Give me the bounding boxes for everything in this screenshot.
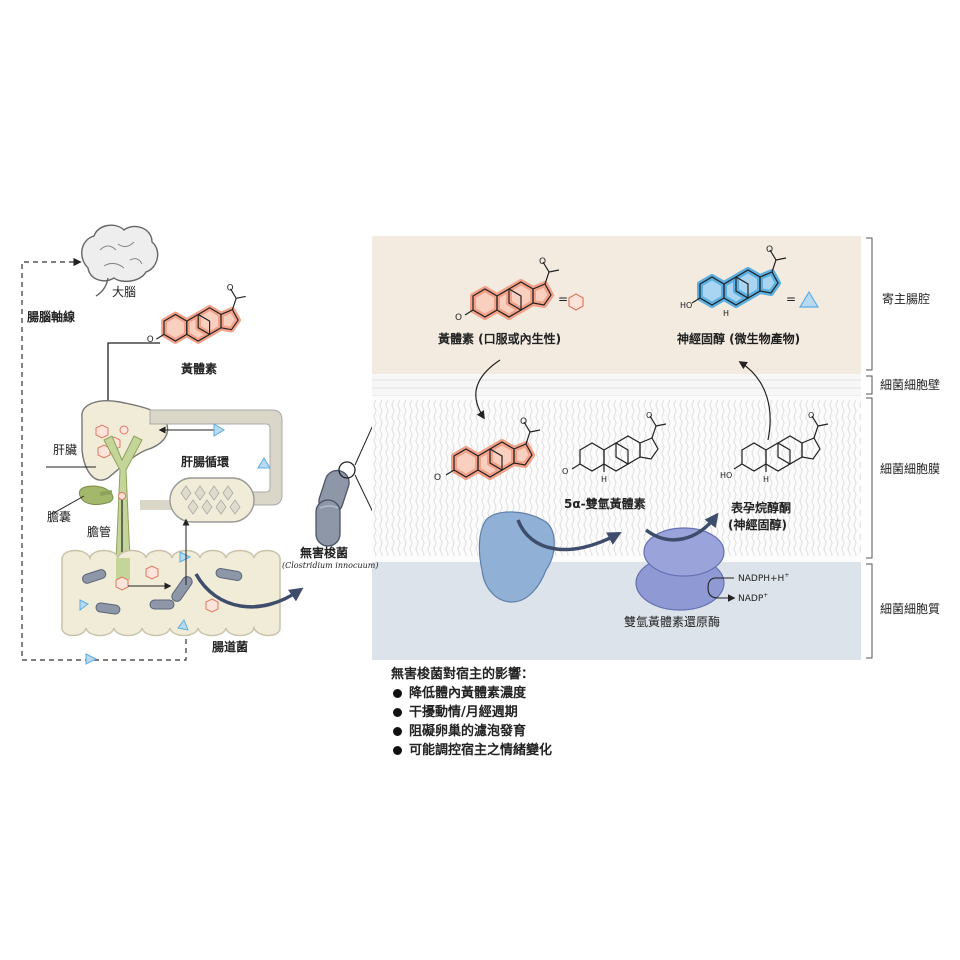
effects-list: 降低體內黃體素濃度 干擾動情/月經週期 阻礙卵巢的濾泡發育 可能調控宿主之情緒變…: [391, 684, 552, 760]
gut-to-bacterium-arrow: [194, 573, 304, 609]
brain-icon: [81, 224, 159, 297]
equals-sign: =: [786, 292, 796, 306]
effects-item: 干擾動情/月經週期: [391, 703, 552, 722]
neurosteroid-symbol-triangle: [798, 290, 820, 308]
reduction-arrow-1: [516, 519, 622, 552]
gut-brain-axis-label: 腸腦軸線: [27, 310, 76, 324]
svg-text:O: O: [455, 313, 462, 323]
liver-label: 肝臟: [53, 443, 78, 457]
progesterone-molecule-lumen: O O: [455, 257, 560, 323]
epipregnanolone-label: 表孕烷醇酮: [731, 501, 792, 515]
effects-item: 阻礙卵巢的濾泡發育: [391, 722, 552, 741]
gallbladder-pointer: [51, 495, 85, 515]
cytoplasm-region: [372, 562, 861, 660]
bullet-icon: [393, 708, 402, 717]
gallbladder-icon: [78, 485, 114, 505]
svg-text:HO: HO: [680, 301, 692, 310]
svg-text:O: O: [434, 473, 441, 483]
bacterium-name-label: 無害梭菌: [300, 546, 349, 560]
reduction-arrow-2: [644, 512, 719, 542]
section-label-cytoplasm: 細菌細胞質: [880, 602, 941, 616]
effects-block: 無害梭菌對宿主的影響： 降低體內黃體素濃度 干擾動情/月經週期 阻礙卵巢的濾泡發…: [391, 665, 552, 760]
bile-duct-label: 膽管: [87, 525, 112, 539]
5a-reductase-enzyme-icon: [478, 511, 555, 603]
effects-item: 可能調控宿主之情緒變化: [391, 741, 552, 760]
bullet-icon: [393, 689, 402, 698]
progesterone-symbol-hexagon: [568, 293, 584, 311]
intestine-icon: [61, 518, 281, 665]
svg-text:O: O: [808, 411, 814, 420]
oxygen-atom-label: O: [227, 284, 234, 294]
svg-text:O: O: [539, 257, 546, 267]
svg-text:H: H: [601, 475, 607, 484]
progesterone-to-liver-arrow: [103, 342, 160, 427]
enzyme-label: 雙氫黃體素還原酶: [624, 615, 721, 629]
bullet-icon: [393, 746, 402, 755]
epipregnanolone-molecule: HO H O: [720, 411, 829, 484]
equals-sign: =: [558, 292, 568, 306]
cofactor-in-label: NADPH+H+: [738, 572, 790, 584]
cofactor-arrow: [707, 577, 736, 602]
neurosteroid-molecule-lumen: HO H O: [680, 245, 787, 318]
progesterone-uptake-arrow: [475, 359, 501, 420]
section-label-cell-wall: 細菌細胞壁: [880, 378, 941, 392]
gut-brain-axis-path: [21, 257, 187, 661]
cofactor-out-label: NADP+: [738, 592, 769, 604]
clostridium-bacterium-icon: [315, 461, 356, 547]
effects-title: 無害梭菌對宿主的影響：: [391, 667, 535, 682]
svg-text:O: O: [646, 411, 652, 420]
effects-item: 降低體內黃體素濃度: [391, 684, 552, 703]
progesterone-label-left: 黃體素: [181, 362, 218, 376]
section-label-host-lumen: 寄主腸腔: [882, 292, 931, 306]
bacterium-latin-label: (Clostridium innocuum): [282, 561, 379, 570]
enterohepatic-label: 肝腸循環: [181, 455, 230, 469]
bullet-icon: [393, 727, 402, 736]
dihydroprogesterone-molecule: O H O: [562, 411, 667, 484]
svg-text:H: H: [763, 475, 769, 484]
progesterone-molecule-membrane: O O: [434, 417, 541, 483]
svg-text:O: O: [766, 245, 773, 255]
svg-text:O: O: [562, 467, 568, 476]
neurosteroid-export-arrow: [738, 361, 771, 441]
neurosteroid-caption: 神經固醇 (微生物產物): [677, 332, 801, 346]
oxygen-atom-label: O: [147, 335, 154, 345]
gallbladder-label: 膽囊: [47, 510, 72, 524]
portal-circulation-icon: [140, 477, 255, 523]
progesterone-caption: 黃體素 (口服或內生性): [438, 332, 562, 346]
epipregnanolone-sublabel: (神經固醇): [728, 518, 787, 532]
svg-text:H: H: [723, 309, 729, 318]
dihydroprogesterone-label: 5α-雙氫黃體素: [564, 497, 646, 511]
svg-text:HO: HO: [720, 471, 732, 480]
svg-text:O: O: [520, 417, 527, 427]
section-brackets: [866, 237, 873, 659]
brain-label: 大腦: [112, 285, 137, 299]
progesterone-molecule-left: O O: [147, 284, 246, 345]
gut-bacteria-label: 腸道菌: [212, 640, 249, 654]
section-label-cell-membrane: 細菌細胞膜: [880, 462, 941, 476]
